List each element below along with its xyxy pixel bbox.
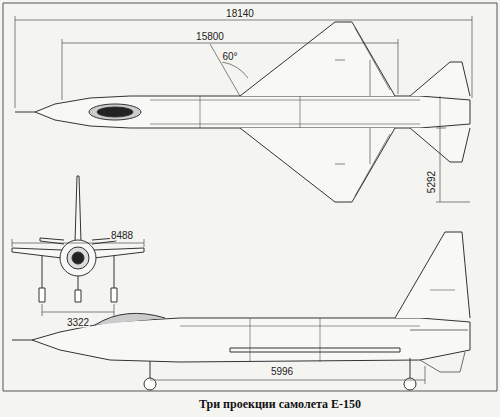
dimension-label: 60° xyxy=(221,51,238,62)
dimension-label: 15800 xyxy=(195,31,225,42)
dimension-label: 5292 xyxy=(426,170,437,194)
front-view xyxy=(12,176,144,316)
figure-caption: Три проекции самолета Е-150 xyxy=(199,397,361,412)
side-view xyxy=(12,232,470,390)
plan-view xyxy=(15,16,472,202)
frame xyxy=(3,3,497,391)
dimension-label: 5996 xyxy=(270,366,294,377)
dimension-label: 18140 xyxy=(225,8,255,19)
dimension-label: 3322 xyxy=(66,317,90,328)
dimension-label: 8488 xyxy=(110,230,134,241)
